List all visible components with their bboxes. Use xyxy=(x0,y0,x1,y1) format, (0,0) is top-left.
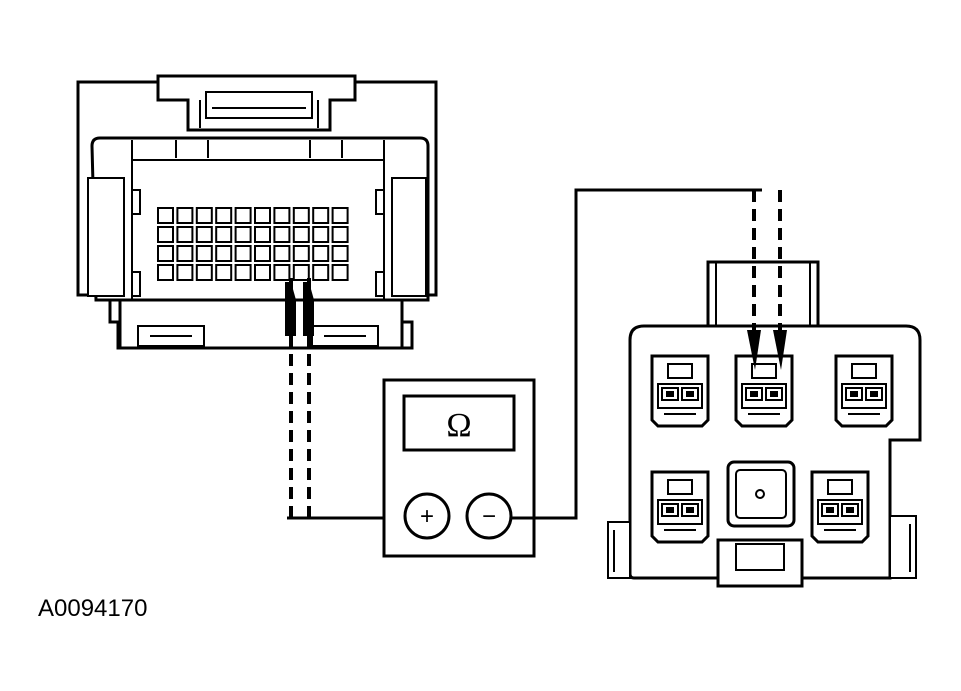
pin-cavity xyxy=(292,207,310,224)
pin-cavity xyxy=(292,226,310,243)
relay-socket xyxy=(734,354,794,428)
relay-socket xyxy=(810,470,870,544)
pin-cavity xyxy=(195,245,213,262)
pin-cavity xyxy=(254,226,271,243)
pin-cavity xyxy=(157,264,174,281)
pin-cavity xyxy=(273,264,291,281)
probe-tips-right xyxy=(747,330,787,370)
pin-cavity xyxy=(234,207,252,224)
pin-cavity xyxy=(157,245,174,262)
probe-tips-left xyxy=(285,282,314,336)
pin-cavity xyxy=(312,207,330,224)
pin-cavity xyxy=(312,226,330,243)
pin-cavity xyxy=(254,264,271,281)
figure-id: A0094170 xyxy=(38,595,147,622)
meter-display xyxy=(402,394,516,452)
negative-terminal-icon xyxy=(465,492,513,540)
relay-socket xyxy=(834,354,894,428)
pin-cavity xyxy=(157,226,174,243)
pin-cavity xyxy=(234,226,252,243)
pin-cavity xyxy=(312,264,330,281)
positive-terminal-label: + xyxy=(420,503,434,530)
pin-cavity xyxy=(254,207,271,224)
pin-cavity xyxy=(292,264,310,281)
pin-cavity xyxy=(331,245,349,262)
pin-cavity xyxy=(331,226,349,243)
probe-wires-right xyxy=(752,190,782,344)
pin-cavity xyxy=(331,264,349,281)
relay-socket xyxy=(650,470,710,544)
pin-cavity xyxy=(215,226,233,243)
pin-cavity xyxy=(215,207,233,224)
pin-cavity xyxy=(176,264,194,281)
pin-cavity xyxy=(292,245,310,262)
relay-socket xyxy=(650,354,710,428)
pin-cavity xyxy=(215,245,233,262)
pin-cavity xyxy=(234,264,252,281)
pin-cavity xyxy=(312,245,330,262)
pin-grid xyxy=(157,207,349,281)
pin-cavity xyxy=(176,226,194,243)
lead-wire-negative xyxy=(511,188,762,520)
multimeter: Ω + − xyxy=(382,378,536,558)
pin-cavity xyxy=(273,207,291,224)
pin-cavity xyxy=(215,264,233,281)
relay-sockets xyxy=(650,354,894,544)
pin-cavity xyxy=(195,207,213,224)
pin-cavity xyxy=(176,245,194,262)
pin-cavity xyxy=(254,245,271,262)
ohm-symbol: Ω xyxy=(446,407,471,444)
pin-cavity xyxy=(331,207,349,224)
negative-terminal-label: − xyxy=(482,503,496,530)
center-socket xyxy=(726,460,796,528)
pin-cavity xyxy=(273,245,291,262)
pin-cavity xyxy=(195,226,213,243)
pin-cavity xyxy=(234,245,252,262)
pin-cavity xyxy=(157,207,174,224)
pin-cavity xyxy=(176,207,194,224)
positive-terminal-icon xyxy=(403,492,451,540)
pin-cavity xyxy=(195,264,213,281)
pin-cavity xyxy=(273,226,291,243)
